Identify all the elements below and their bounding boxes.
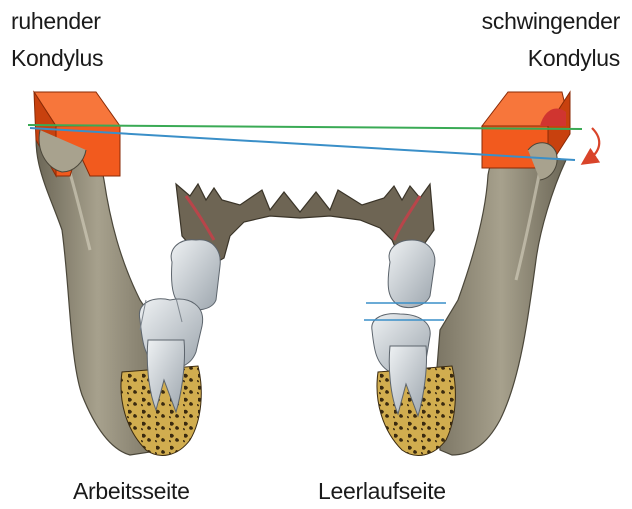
label-leerlaufseite: Leerlaufseite <box>318 478 446 504</box>
label-ruhender: ruhender <box>11 8 101 34</box>
upper-right-molar <box>388 240 435 308</box>
label-arbeitsseite: Arbeitsseite <box>73 478 190 504</box>
label-kondylus-right: Kondylus <box>528 45 620 71</box>
right-mandible <box>436 150 566 455</box>
label-kondylus-left: Kondylus <box>11 45 103 71</box>
curved-arrow-icon <box>588 128 599 160</box>
label-schwingender: schwingender <box>482 8 620 34</box>
